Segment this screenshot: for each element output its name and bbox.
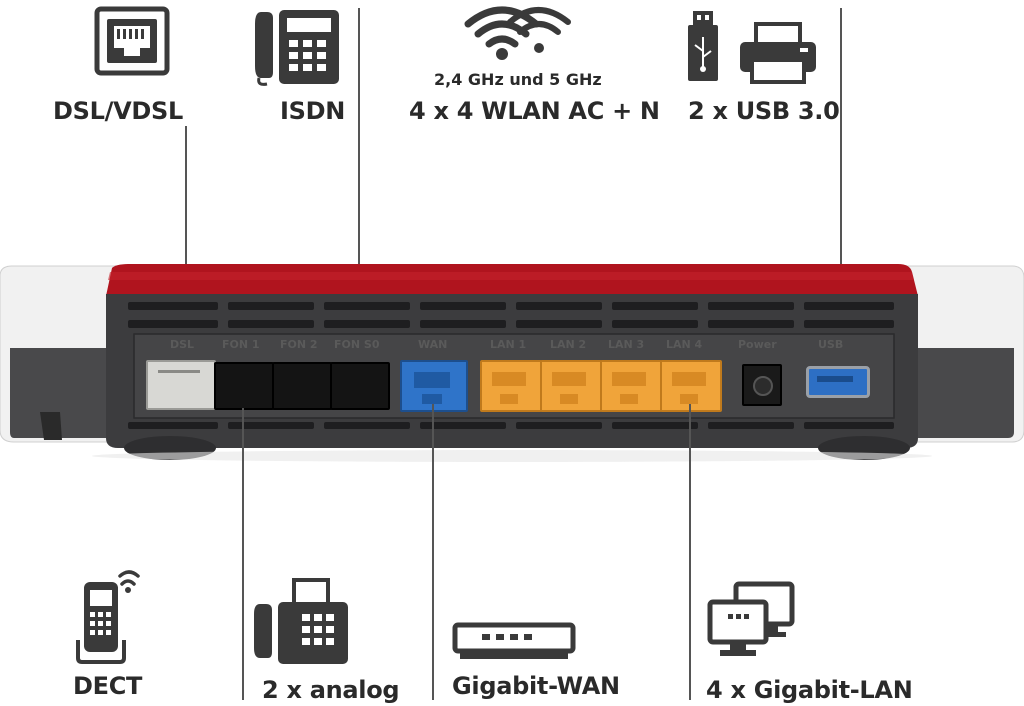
port-label-dsl: DSL [170, 338, 195, 351]
lan4-port[interactable] [660, 360, 722, 412]
printer-icon [738, 22, 818, 84]
analog-leader-line [242, 408, 244, 700]
analog-label: 2 x analog [262, 676, 400, 704]
lan3-port[interactable] [600, 360, 662, 412]
port-label-lan3: LAN 3 [608, 338, 645, 351]
computers-icon [706, 580, 796, 660]
isdn-leader-line [358, 8, 360, 372]
fon-s0-port[interactable] [330, 362, 390, 410]
desk-phone-icon [253, 4, 343, 86]
port-label-lan4: LAN 4 [666, 338, 703, 351]
router-back-panel: DSL FON 1 FON 2 FON S0 WAN LAN 1 LAN 2 L… [0, 262, 1024, 472]
fon1-port[interactable] [214, 362, 274, 410]
cordless-phone-icon [76, 570, 150, 664]
fax-phone-icon [254, 578, 352, 666]
port-label-wan: WAN [418, 338, 448, 351]
usb-stick-icon [686, 9, 720, 83]
port-label-fon1: FON 1 [222, 338, 260, 351]
usb-leader-line [840, 8, 842, 366]
port-label-fon-s0: FON S0 [334, 338, 380, 351]
power-socket[interactable] [742, 364, 782, 406]
wlan-label: 4 x 4 WLAN AC + N [409, 97, 660, 125]
wan-leader-line [432, 404, 434, 700]
switch-box-icon [452, 622, 576, 662]
port-label-lan2: LAN 2 [550, 338, 587, 351]
lan-label: 4 x Gigabit-LAN [706, 676, 913, 704]
lan1-port[interactable] [480, 360, 542, 412]
wlan-frequency-label: 2,4 GHz und 5 GHz [434, 70, 602, 89]
wan-port[interactable] [400, 360, 468, 412]
port-label-usb: USB [818, 338, 844, 351]
wifi-icon [462, 2, 574, 62]
wan-label: Gigabit-WAN [452, 672, 620, 700]
usb-port[interactable] [806, 366, 870, 398]
dsl-label: DSL/VDSL [53, 97, 183, 125]
port-label-lan1: LAN 1 [490, 338, 527, 351]
port-label-fon2: FON 2 [280, 338, 318, 351]
usb-label: 2 x USB 3.0 [688, 97, 840, 125]
dect-label: DECT [73, 672, 143, 700]
rj45-socket-icon [94, 6, 170, 76]
lan2-port[interactable] [540, 360, 602, 412]
dsl-port[interactable] [146, 360, 216, 410]
isdn-label: ISDN [280, 97, 346, 125]
port-label-power: Power [738, 338, 777, 351]
dsl-leader-line [185, 126, 187, 372]
fon2-port[interactable] [272, 362, 332, 410]
lan-leader-line [689, 404, 691, 700]
